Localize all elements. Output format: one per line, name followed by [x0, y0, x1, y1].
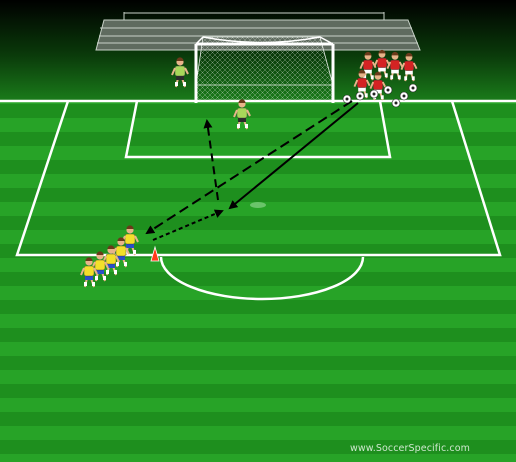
grass-stripe — [0, 370, 516, 384]
grass-stripe — [0, 356, 516, 370]
soccer-ball — [370, 90, 378, 98]
grass-stripe — [0, 384, 516, 398]
soccer-ball — [392, 99, 400, 107]
penalty-spot — [250, 202, 266, 208]
soccer-ball — [384, 86, 392, 94]
grass-stripe — [0, 230, 516, 244]
grass-stripe — [0, 258, 516, 272]
grass-stripe — [0, 118, 516, 132]
grass-stripe — [0, 426, 516, 440]
grass-stripe — [0, 272, 516, 286]
soccer-ball — [343, 95, 351, 103]
soccer-ball — [356, 92, 364, 100]
grass-stripe — [0, 398, 516, 412]
grass-stripe — [0, 454, 516, 462]
grass-stripe — [0, 314, 516, 328]
grass-stripe — [0, 132, 516, 146]
grass-stripe — [0, 300, 516, 314]
grass-stripe — [0, 104, 516, 118]
soccer-ball — [409, 84, 417, 92]
grass-stripe — [0, 342, 516, 356]
soccer-ball — [400, 92, 408, 100]
watermark: www.SoccerSpecific.com — [350, 443, 510, 454]
grass-stripe — [0, 188, 516, 202]
goal — [196, 37, 333, 103]
grass-stripe — [0, 328, 516, 342]
grass-stripe — [0, 216, 516, 230]
pitch-grass — [0, 90, 516, 462]
grass-stripe — [0, 412, 516, 426]
